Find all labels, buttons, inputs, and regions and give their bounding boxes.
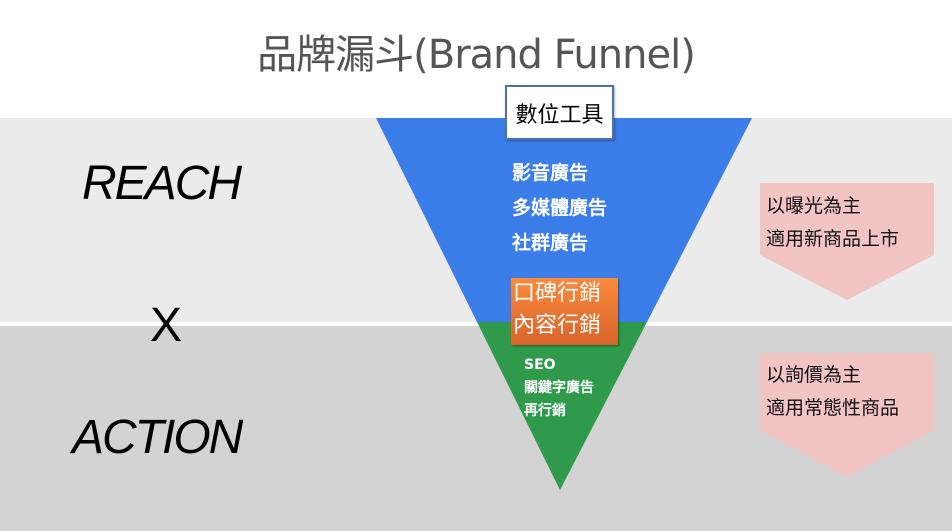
list-item: 口碑行銷 — [513, 281, 602, 306]
reach-note-arrow — [760, 183, 934, 300]
list-item: 再行銷 — [524, 403, 566, 419]
page-title: 品牌漏斗(Brand Funnel) — [257, 32, 696, 78]
x-label: X — [150, 299, 182, 352]
reach-note: 以曝光為主 適用新商品上市 — [766, 190, 899, 256]
digital-tools-box: 數位工具 — [505, 85, 614, 140]
list-item: 影音廣告 — [512, 162, 589, 184]
list-item: SEO — [524, 357, 556, 373]
note-line: 適用常態性商品 — [766, 397, 900, 419]
green-items: SEO 關鍵字廣告 再行銷 — [524, 354, 594, 423]
funnel-bottom-green — [477, 322, 647, 490]
reach-label: REACH — [82, 157, 242, 210]
action-note-arrow — [760, 353, 934, 477]
note-line: 適用新商品上市 — [766, 228, 900, 250]
note-line: 以曝光為主 — [766, 195, 862, 217]
list-item: 多媒體廣告 — [512, 197, 608, 219]
orange-box: 口碑行銷 內容行銷 — [511, 278, 618, 345]
list-item: 社群廣告 — [512, 232, 589, 254]
blue-items: 影音廣告 多媒體廣告 社群廣告 — [512, 156, 607, 261]
action-label: ACTION — [72, 411, 243, 464]
list-item: 關鍵字廣告 — [524, 380, 594, 396]
list-item: 內容行銷 — [513, 313, 602, 338]
funnel-top-blue — [376, 118, 752, 322]
action-note: 以詢價為主 適用常態性商品 — [766, 359, 899, 425]
note-line: 以詢價為主 — [766, 364, 862, 386]
